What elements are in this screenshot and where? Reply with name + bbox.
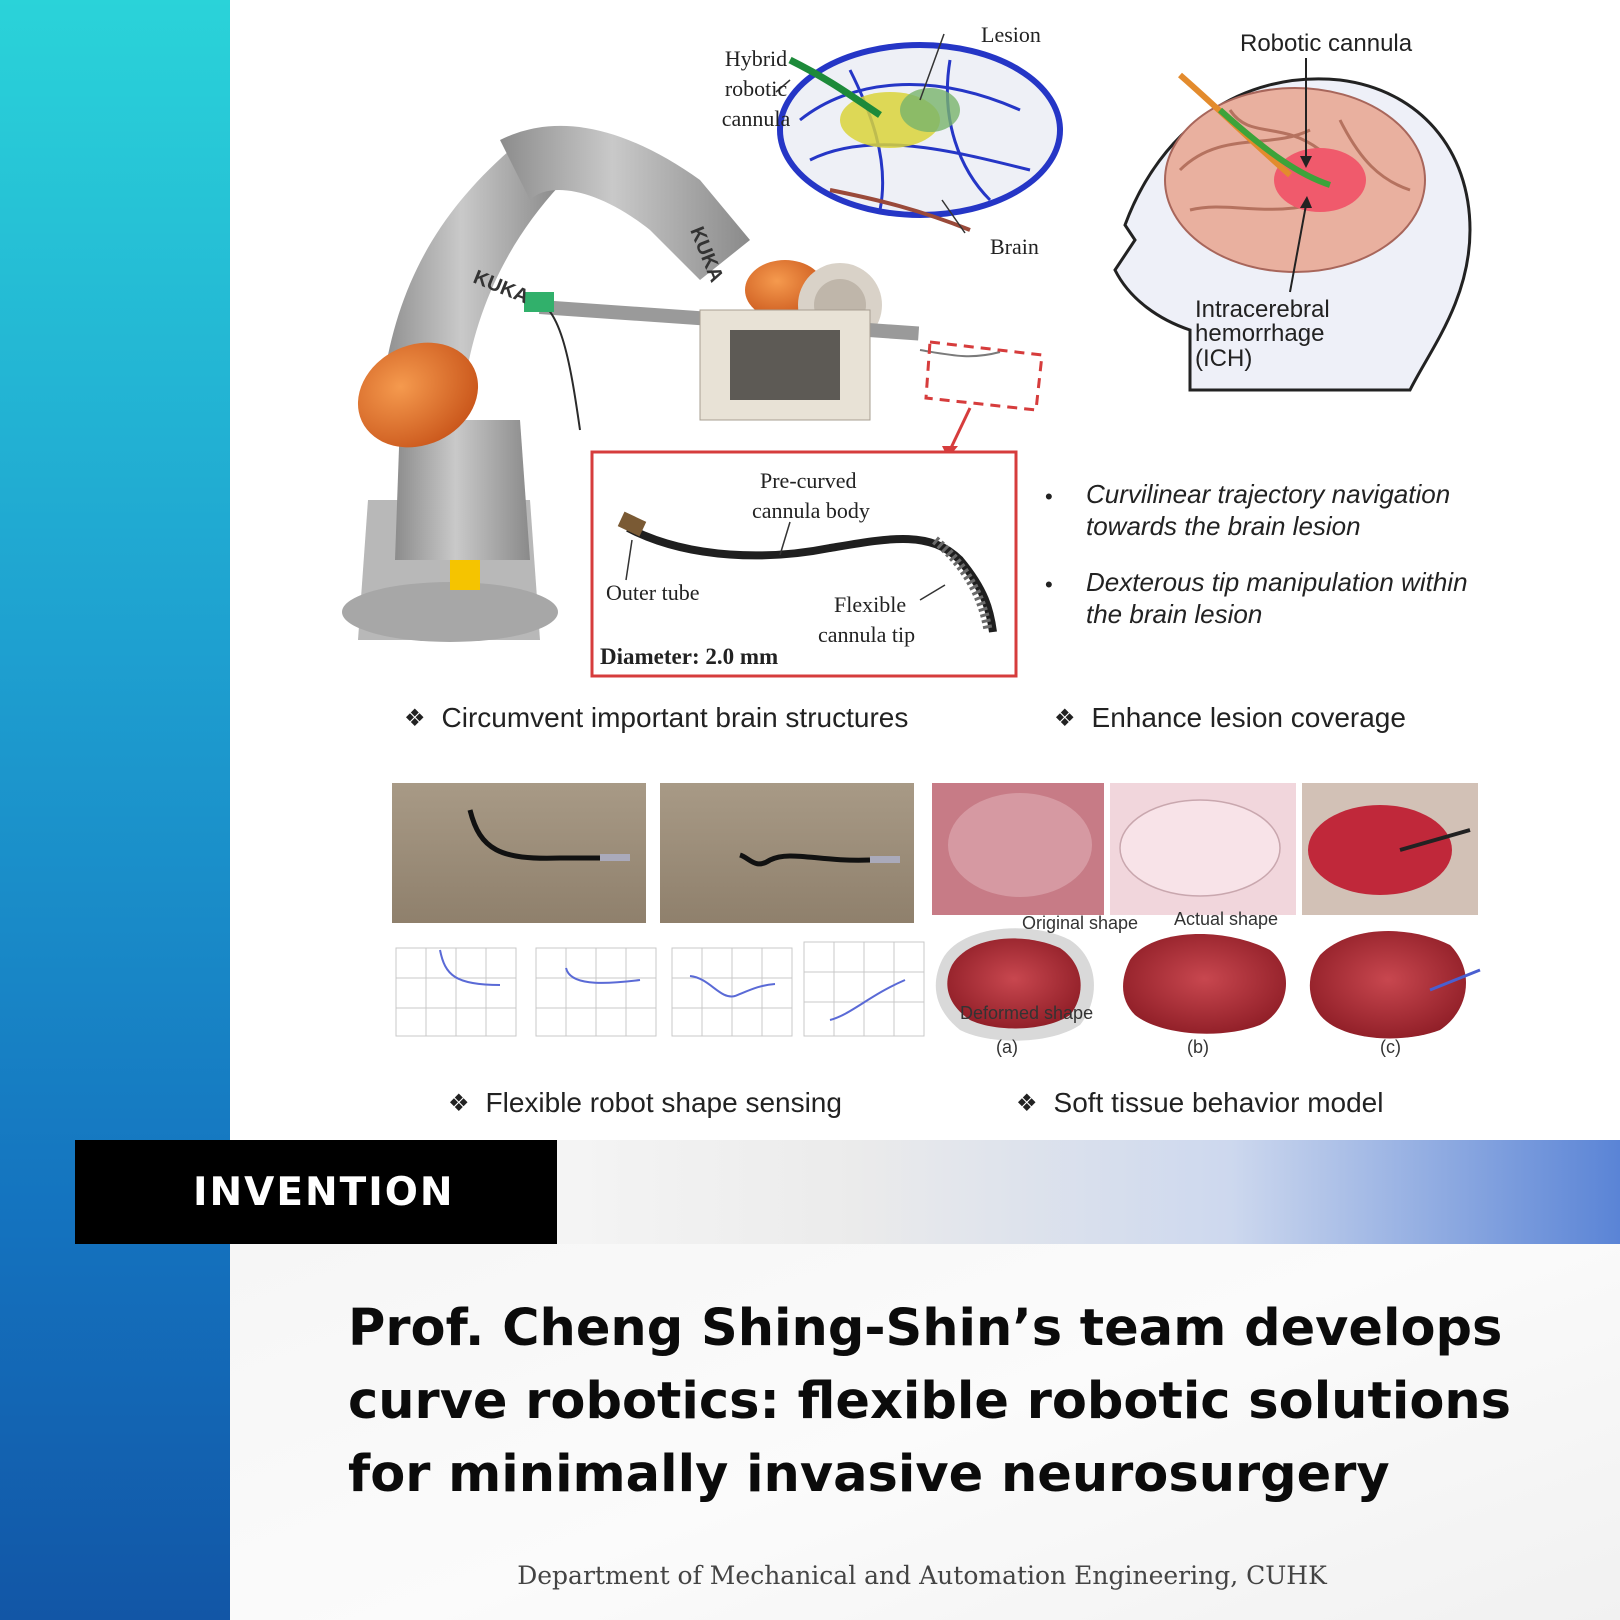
left-gradient-bar: [0, 0, 230, 1620]
tissue-label-c: (c): [1380, 1037, 1401, 1057]
article-headline: Prof. Cheng Shing-Shin’s team develops c…: [348, 1299, 1512, 1504]
tissue-label-b: (b): [1187, 1037, 1209, 1057]
ich-label-1: Intracerebral: [1195, 296, 1330, 323]
actual-shape-label: Actual shape: [1174, 909, 1279, 929]
feature-soft-tissue-text: Soft tissue behavior model: [1053, 1087, 1384, 1118]
robotic-cannula-label: Robotic cannula: [1240, 30, 1413, 57]
kuka-robot-arm: [342, 125, 1001, 642]
bullet-2-line-2: the brain lesion: [1086, 599, 1263, 629]
feature-soft-tissue: ❖ Soft tissue behavior model: [1016, 1087, 1383, 1119]
ich-label-2: hemorrhage: [1195, 320, 1325, 347]
flexible-tip-label-2: cannula tip: [818, 622, 916, 647]
hybrid-cannula-text: Hybrid robotic cannula: [721, 46, 791, 131]
cannula-detail-box: [590, 450, 1018, 678]
shape-sensing-photos: [392, 783, 914, 923]
diamond-bullet-icon: ❖: [1054, 704, 1076, 732]
feature-lesion-coverage-text: Enhance lesion coverage: [1091, 702, 1406, 733]
article-panel: [230, 1244, 1620, 1620]
feature-lesion-coverage: ❖ Enhance lesion coverage: [1054, 702, 1406, 734]
research-figure: KUKA KUKA: [230, 0, 1620, 1140]
feature-circumvent: ❖ Circumvent important brain structures: [404, 702, 908, 734]
flexible-tip-label-1: Flexible: [834, 592, 907, 617]
ich-label-3: (ICH): [1195, 345, 1253, 372]
diamond-bullet-icon: ❖: [448, 1089, 470, 1117]
category-tag: INVENTION: [75, 1140, 557, 1244]
soft-tissue-models: [935, 928, 1481, 1041]
soft-tissue-photos: [932, 783, 1478, 915]
shape-sensing-plots: [395, 941, 925, 1037]
hybrid-cannula-label: Hybrid robotic cannula: [708, 44, 804, 134]
tip-callout: [924, 340, 1044, 458]
original-shape-label: Original shape: [1022, 913, 1139, 933]
figure-illustration: KUKA KUKA: [342, 33, 1481, 1041]
precurved-label-1: Pre-curved: [760, 468, 857, 493]
diamond-bullet-icon: ❖: [1016, 1089, 1038, 1117]
head-illustration: [1113, 58, 1472, 392]
bullet-dot-1: •: [1045, 484, 1053, 509]
brain-label: Brain: [990, 234, 1039, 259]
bullet-1-line-2: towards the brain lesion: [1086, 511, 1361, 541]
lesion-label: Lesion: [981, 22, 1041, 47]
diamond-bullet-icon: ❖: [404, 704, 426, 732]
feature-shape-sensing-text: Flexible robot shape sensing: [485, 1087, 842, 1118]
feature-shape-sensing: ❖ Flexible robot shape sensing: [448, 1087, 842, 1119]
deformed-shape-label: Deformed shape: [960, 1003, 1094, 1023]
precurved-label-2: cannula body: [752, 498, 870, 523]
bullet-2-line-1: Dexterous tip manipulation within: [1086, 567, 1468, 597]
diameter-label: Diameter: 2.0 mm: [600, 644, 779, 669]
bullet-dot-2: •: [1045, 572, 1053, 597]
tissue-label-a: (a): [996, 1037, 1018, 1057]
department-credit: Department of Mechanical and Automation …: [517, 1561, 1327, 1590]
feature-circumvent-text: Circumvent important brain structures: [441, 702, 909, 733]
brain-vessel-model: [777, 42, 1063, 232]
outer-tube-label: Outer tube: [606, 580, 700, 605]
bullet-1-line-1: Curvilinear trajectory navigation: [1086, 479, 1451, 509]
